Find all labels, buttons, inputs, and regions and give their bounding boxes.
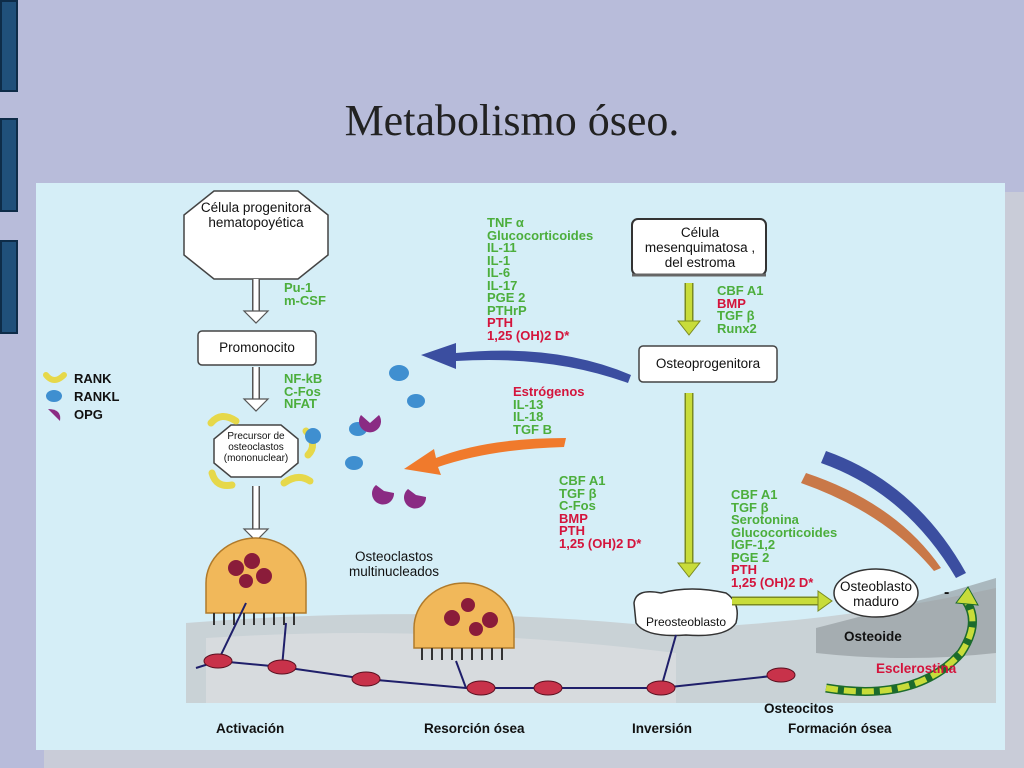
factor-item: C-Fos	[284, 383, 321, 399]
stage-activacion: Activación	[216, 721, 285, 736]
factor-item: IL-11	[487, 240, 517, 255]
osteocytes	[203, 653, 796, 696]
legend-rankl-label: RANKL	[74, 389, 120, 404]
slide-title: Metabolismo óseo.	[344, 96, 680, 145]
factor-item: NFAT	[284, 396, 317, 411]
factor-item: Serotonina	[731, 512, 799, 527]
factor-item: IL-13	[513, 396, 544, 412]
esclerostina-label: Esclerostina	[876, 661, 957, 676]
osteocitos-label: Osteocitos	[764, 701, 834, 716]
promonocito-label: Promonocito	[219, 340, 295, 355]
factor-item: 1,25 (OH)2 D*	[487, 327, 570, 343]
factor-item: IL-6	[487, 265, 511, 280]
opg-molecule	[404, 489, 427, 509]
factor-item: PGE 2	[731, 549, 770, 565]
factor-item: Pu-1	[284, 280, 313, 295]
factor-item: IL-18	[513, 409, 544, 424]
legend-rank-label: RANK	[74, 371, 112, 386]
factor-item: Glucocorticoides	[487, 227, 594, 243]
opg-molecule	[372, 485, 395, 505]
rankl-ligand	[407, 394, 425, 408]
factor-item: m-CSF	[284, 292, 326, 308]
osteoblasto-shape	[833, 568, 919, 618]
factor-item: PTH	[731, 562, 757, 577]
slide-decor-bar	[0, 240, 18, 334]
factor-item: 1,25 (OH)2 D*	[559, 535, 642, 551]
rankl-ligand	[305, 428, 321, 444]
factor-item: TNF α	[487, 215, 524, 230]
factor-item: Runx2	[717, 320, 757, 336]
blue-signal-arrow	[421, 343, 631, 383]
factor-item: TGF B	[513, 421, 552, 437]
factor-item: BMP	[717, 295, 746, 311]
precursor-label: Precursor de osteoclastos (mononuclear)	[223, 431, 289, 464]
rankl-ligand	[345, 456, 363, 470]
rank-receptor	[208, 469, 236, 489]
osteoclast-resorption	[413, 582, 515, 660]
osteoide-label: Osteoide	[844, 629, 902, 644]
stage-resorcion: Resorción ósea	[424, 721, 525, 736]
factor-item: NF-kB	[284, 371, 323, 386]
factor-item: CBF A1	[717, 283, 764, 298]
osteoclastos-label: Osteoclastos multinucleados	[348, 549, 440, 579]
slide-decor-bar	[0, 0, 18, 92]
minus-sign: -	[944, 584, 950, 601]
orange-curved-arrow	[801, 473, 941, 571]
blue-curved-arrow	[821, 451, 966, 578]
factor-item: PTH	[487, 315, 513, 330]
factor-item: IGF-1,2	[731, 537, 776, 552]
bone-metabolism-diagram	[43, 190, 996, 703]
slide-decor-bar	[0, 118, 18, 212]
legend-rank-icon	[43, 372, 67, 383]
factor-item: TGF β	[731, 499, 769, 515]
factor-item: IL-17	[487, 277, 518, 293]
opg-molecule	[359, 415, 381, 433]
legend-opg-label: OPG	[74, 407, 103, 422]
osteoblasto-label: Osteoblasto maduro	[839, 579, 913, 609]
preosteoblasto-label: Preosteoblasto	[645, 615, 727, 629]
osteoprogenitora-label: Osteoprogenitora	[655, 356, 761, 371]
factor-item: PTHrP	[487, 302, 527, 318]
rank-receptor	[280, 474, 314, 487]
stage-inversion: Inversión	[632, 721, 693, 736]
factor-item: PGE 2	[487, 290, 526, 305]
precursor-cell-shape	[213, 424, 299, 478]
promonocito-box	[197, 330, 317, 366]
rank-receptor	[207, 413, 240, 427]
factor-item: CBF A1	[731, 487, 778, 502]
factor-item: Estrógenos	[513, 384, 585, 399]
factor-item: PTH	[559, 523, 585, 538]
factor-item: BMP	[559, 510, 588, 526]
diagram-panel: Célula progenitora hematopoyética Promon…	[36, 183, 1005, 750]
rankl-ligand	[389, 365, 409, 381]
osteoclast-activation	[205, 537, 307, 625]
factor-item: TGF β	[717, 308, 755, 323]
hemato-cell-label: Célula progenitora hematopoyética	[200, 200, 312, 230]
orange-signal-arrow	[404, 438, 566, 475]
legend-opg-icon	[48, 409, 61, 421]
factor-item: 1,25 (OH)2 D*	[731, 574, 814, 590]
factor-item: CBF A1	[559, 473, 606, 488]
factor-item: IL-1	[487, 252, 511, 268]
osteoprogenitora-box	[638, 345, 778, 383]
legend-rankl-icon	[46, 390, 62, 402]
factor-item: Glucocorticoides	[731, 524, 838, 540]
stage-formacion: Formación ósea	[788, 721, 892, 736]
factor-item: C-Fos	[559, 498, 596, 513]
mesenquimatosa-label: Célula mesenquimatosa , del estroma	[644, 225, 756, 270]
factor-item: TGF β	[559, 485, 597, 501]
hemato-cell-shape	[183, 190, 329, 280]
